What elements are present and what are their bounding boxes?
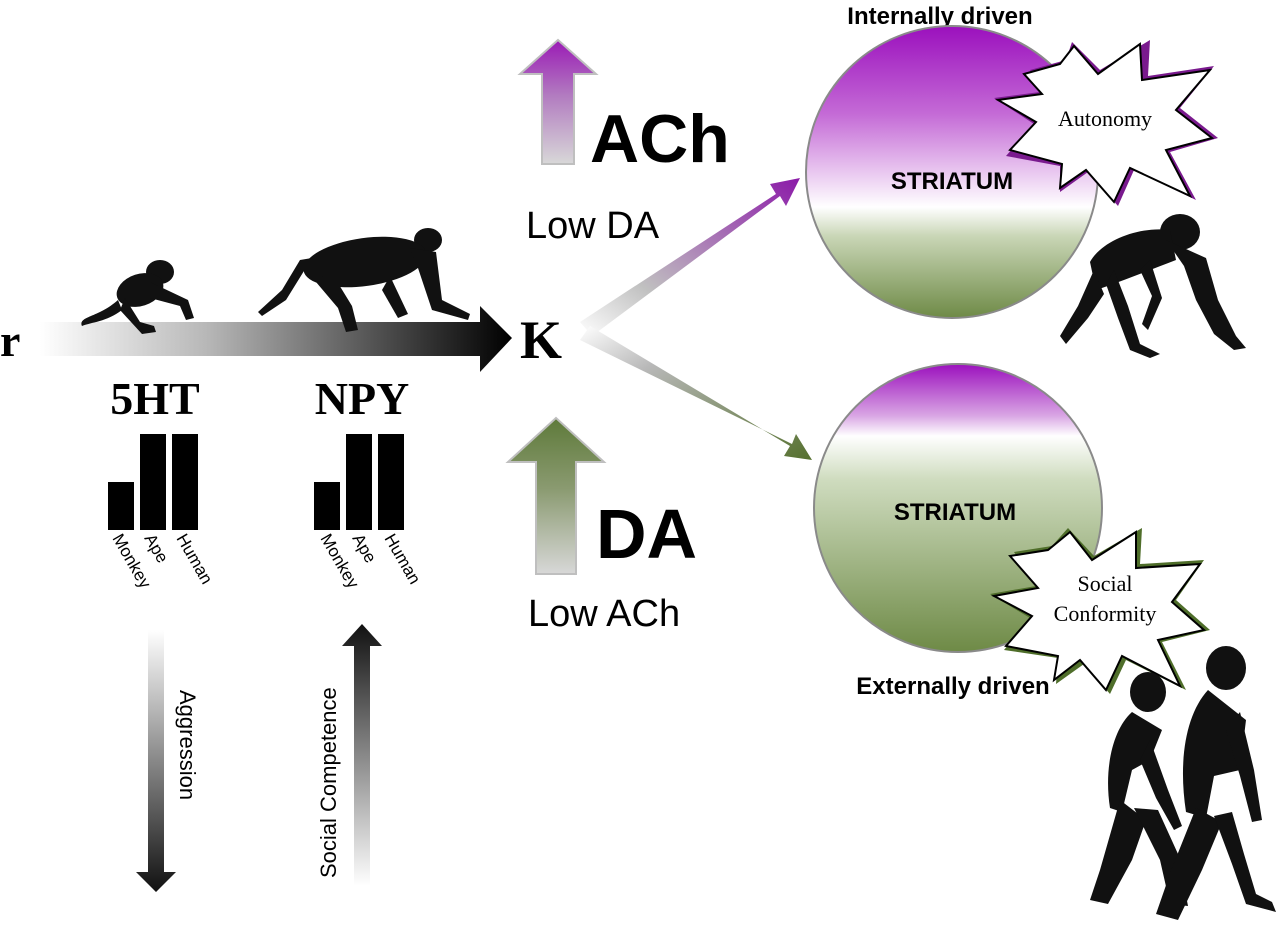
chimpanzee-silhouette-icon: [1060, 214, 1246, 358]
da-up-arrow: [505, 416, 607, 575]
social-competence-label: Social Competence: [316, 687, 341, 878]
autonomy-label: Autonomy: [1058, 106, 1152, 131]
striatum-upper-label: STRIATUM: [891, 168, 1013, 195]
npy-bar-monkey: [314, 482, 340, 530]
ach-label: ACh: [590, 101, 730, 177]
autonomy-starburst: [994, 40, 1218, 206]
ach-up-arrow: [517, 38, 599, 165]
aggression-arrow: [136, 630, 176, 892]
human-walking-silhouette-icon: [1090, 646, 1276, 920]
npy-species-ape: Ape: [349, 531, 381, 567]
npy-species-labels: Monkey Ape Human: [317, 531, 425, 592]
5ht-species-ape: Ape: [141, 531, 173, 567]
da-label: DA: [596, 495, 697, 573]
social-conformity-label-line1: Social: [1078, 571, 1133, 596]
5ht-label: 5HT: [110, 373, 199, 424]
social-conformity-label-line2: Conformity: [1054, 601, 1157, 626]
striatum-lower-label: STRIATUM: [894, 499, 1016, 526]
5ht-species-human: Human: [173, 531, 217, 588]
npy-label: NPY: [315, 373, 410, 424]
social-conformity-starburst: [990, 528, 1210, 694]
branch-arrow-down: [580, 326, 812, 460]
5ht-bar-ape: [140, 434, 166, 530]
k-label: K: [520, 310, 562, 370]
npy-species-human: Human: [381, 531, 425, 588]
npy-bar-chart: [314, 434, 404, 530]
social-competence-arrow: [342, 624, 382, 886]
monkey-silhouette-icon: [81, 260, 194, 334]
5ht-bar-monkey: [108, 482, 134, 530]
low-ach-label: Low ACh: [528, 593, 680, 635]
5ht-species-labels: Monkey Ape Human: [109, 531, 217, 592]
r-label: r: [0, 315, 20, 366]
5ht-bar-chart: [108, 434, 198, 530]
branch-arrow-up: [580, 178, 800, 336]
npy-bar-human: [378, 434, 404, 530]
selection-axis-arrow: [40, 306, 512, 372]
externally-driven-label: Externally driven: [856, 673, 1049, 700]
npy-bar-ape: [346, 434, 372, 530]
5ht-bar-human: [172, 434, 198, 530]
low-da-label: Low DA: [526, 205, 660, 247]
ape-silhouette-icon: [258, 228, 470, 332]
aggression-label: Aggression: [175, 690, 200, 800]
